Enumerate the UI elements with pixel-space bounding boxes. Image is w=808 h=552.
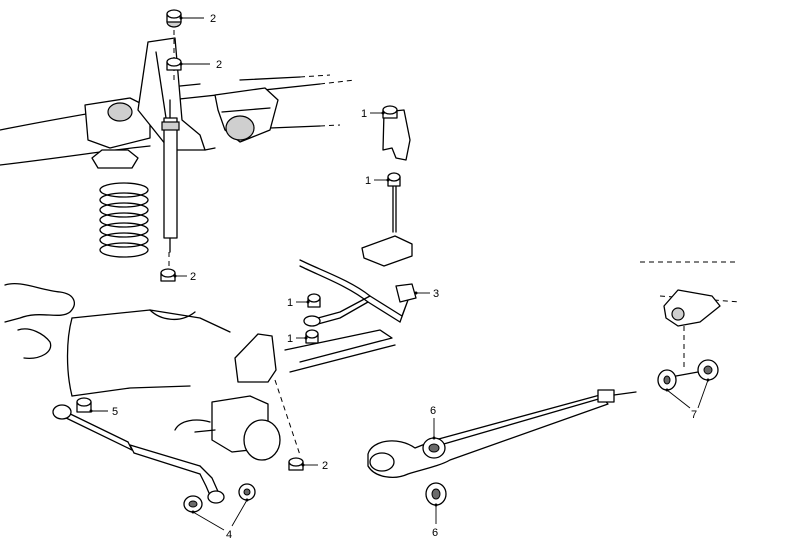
bushings-7: [657, 359, 719, 391]
bushing-2-bottom: [288, 457, 304, 471]
coil-spring: [99, 182, 149, 258]
frame-mount-right: [640, 261, 741, 368]
upper-link-bracket: [361, 105, 413, 267]
callout-label-5: 5: [112, 406, 118, 418]
callout-1-a: 1: [361, 108, 385, 120]
body-rail-section: [0, 37, 356, 169]
callout-label-6-lower: 6: [432, 527, 438, 539]
bushing-1-b: [305, 329, 319, 344]
bushings-4: [183, 483, 256, 513]
callout-6-upper: 6: [430, 405, 436, 440]
callout-6-lower: 6: [432, 503, 438, 539]
shock-absorber: [161, 30, 180, 272]
callout-1-d: 1: [287, 333, 308, 345]
callout-3: 3: [414, 288, 439, 300]
bushing-2-lower: [160, 268, 176, 282]
callout-label-1-d: 1: [287, 333, 293, 345]
callout-5: 5: [89, 406, 118, 418]
bushing-1-a: [307, 293, 321, 308]
bushing-6-lower: [425, 482, 447, 506]
bushing-5: [76, 397, 92, 413]
callout-2-upper: 2: [179, 59, 222, 71]
callout-label-2-upper: 2: [216, 59, 222, 71]
bushing-2-top: [166, 9, 182, 28]
callout-label-1-a: 1: [361, 108, 367, 120]
callout-label-1-b: 1: [365, 175, 371, 187]
callout-label-7: 7: [691, 409, 697, 421]
callout-1-b: 1: [365, 175, 390, 187]
callout-1-c: 1: [287, 297, 310, 309]
callout-label-4: 4: [226, 529, 232, 541]
callout-label-2-bottom: 2: [322, 460, 328, 472]
lower-control-arm: [367, 389, 637, 478]
callout-7: 7: [665, 378, 710, 421]
callout-label-3: 3: [433, 288, 439, 300]
lower-link-rod: [52, 404, 225, 504]
callout-4: 4: [191, 498, 249, 541]
callout-2-bottom: 2: [301, 460, 328, 472]
callout-2-top: 2: [179, 13, 216, 25]
callout-label-6-upper: 6: [430, 405, 436, 417]
bushing-2-upper: [166, 57, 182, 71]
axle-housing: [4, 283, 396, 461]
callout-label-1-c: 1: [287, 297, 293, 309]
callout-label-2-lower: 2: [190, 271, 196, 283]
stabilizer-bar: [299, 259, 417, 327]
callout-2-lower: 2: [173, 271, 196, 283]
callout-label-2-top: 2: [210, 13, 216, 25]
